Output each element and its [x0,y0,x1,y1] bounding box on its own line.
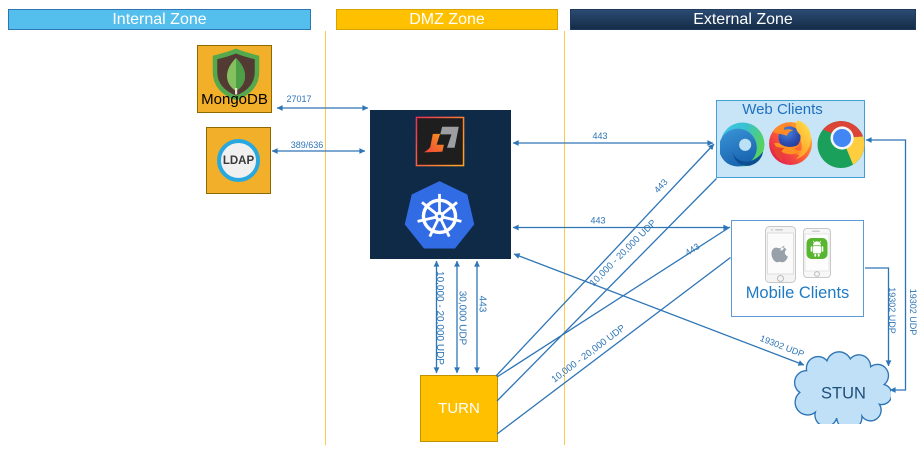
svg-text:443: 443 [590,216,605,226]
svg-text:443: 443 [592,131,607,141]
svg-text:30,000 UDP: 30,000 UDP [457,291,468,346]
svg-text:19302 UDP: 19302 UDP [887,287,897,334]
svg-text:389/636: 389/636 [291,140,324,150]
svg-text:27017: 27017 [286,94,311,104]
svg-text:10,000 - 20,000 UDP: 10,000 - 20,000 UDP [588,218,659,289]
svg-text:443: 443 [652,177,670,195]
svg-text:443: 443 [477,296,488,313]
svg-text:10,000 - 20,000 UDP: 10,000 - 20,000 UDP [434,271,445,365]
svg-text:19302 UDP: 19302 UDP [759,333,806,359]
svg-text:10,000 - 20,000 UDP: 10,000 - 20,000 UDP [550,323,628,386]
svg-text:STUN: STUN [821,383,866,402]
svg-text:19302 UDP: 19302 UDP [908,289,918,336]
svg-text:443: 443 [683,241,701,258]
